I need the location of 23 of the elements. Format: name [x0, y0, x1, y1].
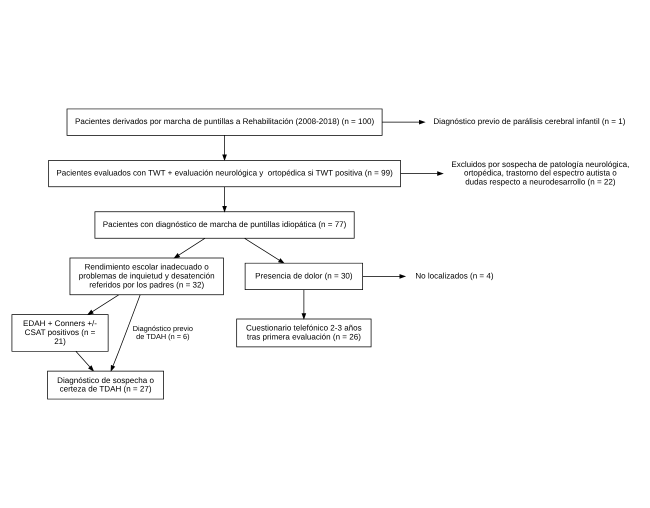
arrow [86, 294, 120, 316]
node-box: Pacientes evaluados con TWT + evaluación neurológica y ortopédica si TWT positiva (n = 99) [48, 160, 401, 188]
arrow [244, 238, 285, 264]
node-text: Excluidos por sospecha de patología neurológica, ortopédica, trastorno del espectro autista o dudas respecto a neurodesarrollo (n = 22) [451, 160, 630, 186]
arrow [110, 294, 141, 372]
node-box: Cuestionario telefónico 2-3 años tras primera evaluación (n = 26) [236, 318, 372, 348]
node-box: Pacientes derivados por marcha de puntillas a Rehabilitación (2008-2018) (n = 100) [66, 108, 382, 136]
node-text: Diagnóstico previo de parálisis cerebral infantil (n = 1) [433, 117, 626, 126]
arrow [382, 120, 426, 124]
arrow [302, 289, 306, 320]
arrow [76, 351, 94, 372]
node-box: Diagnóstico de sospecha o certeza de TDAH (n = 27) [47, 370, 164, 400]
arrow [222, 186, 227, 213]
node-box: Presencia de dolor (n = 30) [244, 262, 364, 290]
arrow [362, 274, 406, 279]
arrow [222, 135, 227, 162]
node-box: Rendimiento escolar inadecuado o problemas de inquietud y desatención referidos por los padres (n = 32) [70, 258, 224, 296]
node-text: No localizados (n = 4) [415, 271, 494, 280]
arrow [400, 171, 444, 176]
node-box: Pacientes con diagnóstico de marcha de puntillas idiopática (n = 77) [94, 211, 355, 239]
arrow [173, 238, 206, 259]
edge-label: Diagnóstico previo de TDAH (n = 6) [132, 324, 194, 341]
node-box: EDAH + Conners +/- CSAT positivos (n = 21) [12, 314, 108, 352]
